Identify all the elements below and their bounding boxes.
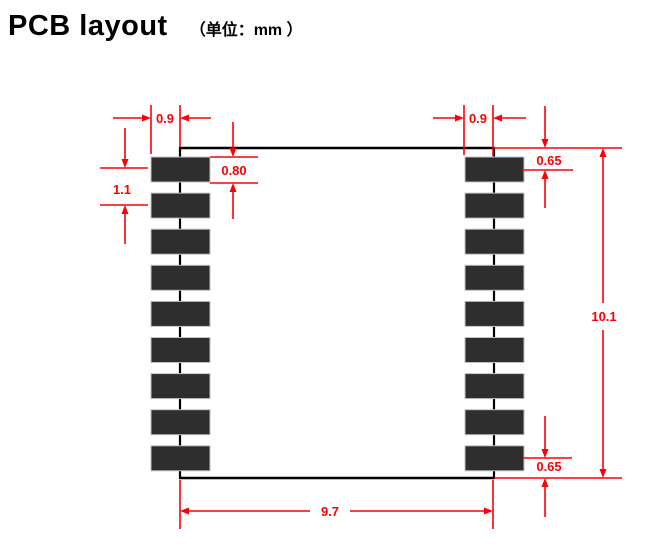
solder-pad-right [464, 337, 525, 363]
dim-pad-height: 0.80 [210, 122, 258, 219]
arrowhead-up-icon [121, 205, 129, 214]
solder-pad-right [464, 264, 525, 291]
solder-pad-right [464, 156, 525, 183]
dim-label: 0.80 [221, 163, 246, 178]
arrowhead-right-icon [455, 114, 464, 122]
unit-note: （单位：mm ） [189, 22, 303, 39]
solder-pad-right [464, 409, 525, 436]
solder-pad-left [150, 445, 211, 472]
arrowhead-right-icon [142, 114, 151, 122]
dim-pad-span: 9.7 [179, 480, 494, 529]
arrowhead-down-icon [541, 139, 549, 148]
solder-pad-right [464, 445, 525, 472]
arrowhead-up-icon [599, 148, 607, 157]
arrowhead-up-icon [541, 478, 549, 487]
arrowhead-left-icon [180, 507, 189, 515]
arrowhead-down-icon [599, 469, 607, 478]
dim-pad-width-right: 0.9 [433, 105, 526, 156]
arrowhead-left-icon [180, 114, 189, 122]
arrowhead-up-icon [541, 170, 549, 179]
dim-label: 10.1 [591, 309, 616, 324]
dim-label: 0.65 [536, 153, 561, 168]
solder-pad-left [150, 264, 211, 291]
solder-pad-left [150, 192, 211, 219]
dim-pad-width-left: 0.9 [113, 105, 211, 154]
dim-pad-pitch: 1.1 [100, 128, 148, 244]
dim-top-edge-offset: 0.65 [494, 106, 622, 208]
solder-pad-right [464, 300, 525, 327]
dim-label: 0.9 [469, 111, 487, 126]
arrowhead-left-icon [493, 114, 502, 122]
solder-pad-right [464, 228, 525, 255]
solder-pad-left [150, 409, 211, 436]
arrowhead-down-icon [121, 159, 129, 168]
solder-pad-right [464, 192, 525, 219]
body-outline [178, 146, 496, 480]
page-title: PCB layout [8, 10, 168, 42]
solder-pad-left [150, 228, 211, 255]
pad-array [150, 156, 525, 472]
dim-label: 0.9 [156, 111, 174, 126]
solder-pad-left [150, 373, 211, 400]
dim-bottom-edge-offset: 0.65 [494, 416, 622, 517]
dim-body-height: 10.1 [591, 148, 617, 478]
solder-pad-left [150, 156, 211, 183]
arrowhead-up-icon [229, 183, 237, 192]
solder-pad-left [150, 300, 211, 327]
arrowhead-down-icon [541, 449, 549, 458]
dim-label: 1.1 [113, 182, 131, 197]
dim-label: 9.7 [321, 504, 339, 519]
solder-pad-left [150, 337, 211, 363]
dim-label: 0.65 [536, 459, 561, 474]
page-header: PCB layout （单位：mm ） [8, 10, 303, 43]
arrowhead-right-icon [484, 507, 493, 515]
solder-pad-right [464, 373, 525, 400]
arrowhead-down-icon [229, 148, 237, 157]
